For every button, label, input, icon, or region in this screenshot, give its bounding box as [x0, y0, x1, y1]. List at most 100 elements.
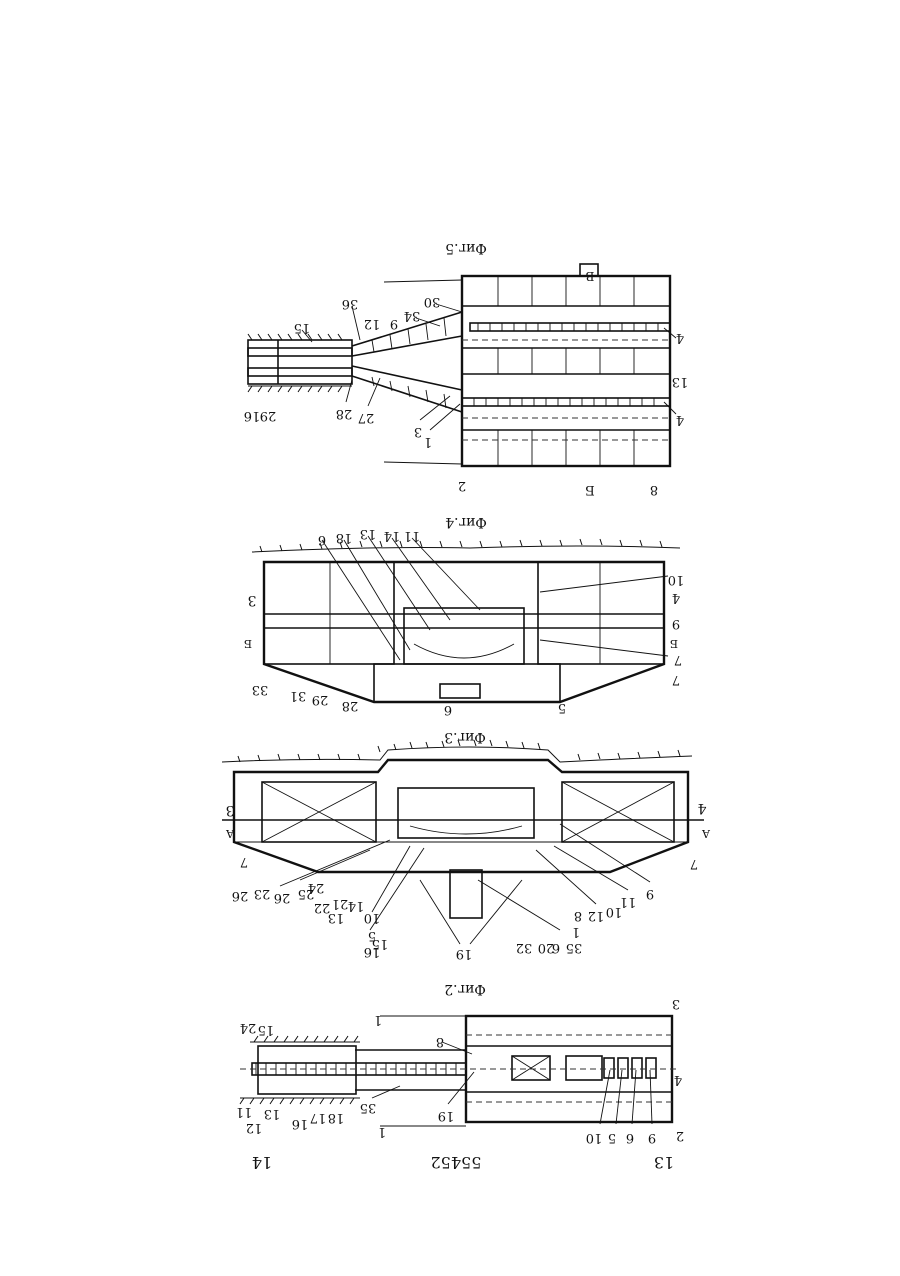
fig4-right-chamber — [538, 562, 664, 664]
fig4-drum — [404, 608, 524, 664]
fig2-label: 18 — [328, 1110, 345, 1125]
fig4-label: 5 — [558, 700, 566, 715]
fig2-label: 9 — [648, 1130, 656, 1145]
fig4-label: 6 — [444, 702, 452, 717]
fig3-label: 20 — [538, 940, 555, 955]
fig4-label: 3 — [248, 592, 257, 608]
fig4-label: 18 — [336, 530, 353, 545]
fig3-drum — [398, 788, 534, 838]
fig2-label: 16 — [292, 1116, 309, 1131]
fig3-label: 7 — [240, 854, 248, 869]
fig3-label: 35 — [566, 940, 583, 955]
fig3-label: 15 — [372, 936, 389, 951]
fig5-chain-lower — [462, 398, 670, 406]
fig2-hopper — [258, 1046, 356, 1094]
fig2-label: 15 — [258, 1022, 275, 1037]
patent-number: 55452 — [431, 1153, 482, 1172]
fig3-label: 26 — [274, 890, 291, 905]
fig4-body — [264, 562, 664, 702]
fig2-label: 6 — [626, 1130, 634, 1145]
fig3-label: 10 — [606, 904, 623, 919]
fig3-label: 4 — [697, 800, 706, 816]
page-number-right: 14 — [252, 1153, 272, 1172]
fig5-label: Б — [585, 482, 595, 497]
fig2-label: 35 — [360, 1100, 377, 1115]
fig5-label: 30 — [424, 294, 441, 309]
fig5-chain-upper — [470, 323, 670, 331]
fig4-label: 7 — [674, 652, 682, 667]
fig3-outlet — [450, 870, 482, 918]
fig3-label: 26 — [232, 888, 249, 903]
fig3-label: 6 — [552, 940, 560, 955]
figure-5-caption: Фиг.5 — [445, 240, 487, 256]
fig5-label: 27 — [358, 410, 375, 425]
fig2-label: 4 — [674, 1072, 682, 1087]
fig4-label: 33 — [252, 682, 269, 697]
fig5-label: 4 — [676, 412, 684, 427]
fig3-section-mark: A — [701, 827, 711, 840]
fig4-label: 14 — [384, 528, 401, 543]
page-number-left: 13 — [654, 1153, 674, 1172]
fig3-label: 8 — [574, 908, 582, 923]
figure-2-caption: Фиг.2 — [444, 981, 486, 997]
figure-4-caption: Фиг.4 — [445, 514, 487, 530]
fig5-label: 3 — [414, 424, 422, 439]
fig4-label: 10 — [668, 572, 685, 587]
fig4-label: 28 — [342, 698, 359, 713]
fig5-label: 2 — [458, 478, 466, 493]
fig3-label: 24 — [308, 880, 325, 895]
fig2-label: 1 — [374, 1012, 382, 1027]
fig5-label: 34 — [404, 308, 421, 323]
fig2-label: 24 — [240, 1020, 257, 1035]
fig2-label: 19 — [438, 1108, 455, 1123]
fig5-label: 36 — [342, 296, 359, 311]
fig3-label: 21 — [332, 896, 349, 911]
fig5-label: 13 — [672, 374, 689, 389]
fig5-label: 29 — [260, 408, 277, 423]
fig5-label: 16 — [244, 408, 261, 423]
figure-4: Фиг.4 3 4 7 9 6 11 14 13 10 18 5 6 28 29… — [244, 514, 684, 717]
fig4-label: 11 — [404, 528, 421, 543]
fig3-label: 1 — [572, 924, 580, 939]
fig3-label: 9 — [646, 886, 654, 901]
fig2-label: 13 — [264, 1106, 281, 1121]
fig5-collector — [248, 340, 352, 384]
fig3-label: 19 — [456, 946, 473, 961]
fig5-label: 8 — [650, 482, 658, 497]
fig2-label: 10 — [586, 1130, 603, 1145]
fig2-label: 12 — [246, 1120, 263, 1135]
fig4-section-mark: Б — [670, 637, 678, 650]
fig5-label: B — [585, 269, 594, 283]
fig2-label: 11 — [236, 1104, 253, 1119]
fig4-section-mark: Б — [244, 637, 252, 650]
fig3-section-mark: A — [225, 827, 235, 840]
fig2-label: 2 — [676, 1128, 684, 1143]
fig2-label: 8 — [436, 1034, 444, 1049]
figure-5: Фиг.5 B 30 34 9 36 15 12 4 13 — [244, 240, 689, 497]
fig4-label: 7 — [672, 672, 680, 687]
fig3-label: 23 — [254, 886, 271, 901]
fig5-label: 15 — [294, 320, 311, 335]
figure-3-caption: Фиг.3 — [444, 729, 486, 745]
fig4-label: 13 — [360, 526, 377, 541]
fig2-label: 5 — [608, 1130, 616, 1145]
fig5-label: 12 — [364, 316, 381, 331]
fig3-label: 32 — [516, 940, 533, 955]
fig3-label: 12 — [588, 908, 605, 923]
fig3-label: 3 — [226, 802, 235, 818]
fig2-label: 1 — [378, 1124, 386, 1139]
fig5-label: 1 — [424, 434, 432, 449]
fig4-left-chamber — [264, 562, 394, 664]
fig4-label: 4 — [672, 590, 680, 605]
fig5-label: 28 — [336, 406, 353, 421]
fig5-label: 4 — [676, 330, 684, 345]
fig4-label: 31 — [290, 688, 307, 703]
fig4-label: 9 — [672, 616, 680, 631]
fig3-label: 22 — [314, 900, 331, 915]
fig2-label: 17 — [310, 1110, 327, 1125]
fig2-label: 3 — [672, 996, 680, 1011]
fig5-label: 9 — [390, 316, 398, 331]
fig3-label: 14 — [348, 898, 365, 913]
